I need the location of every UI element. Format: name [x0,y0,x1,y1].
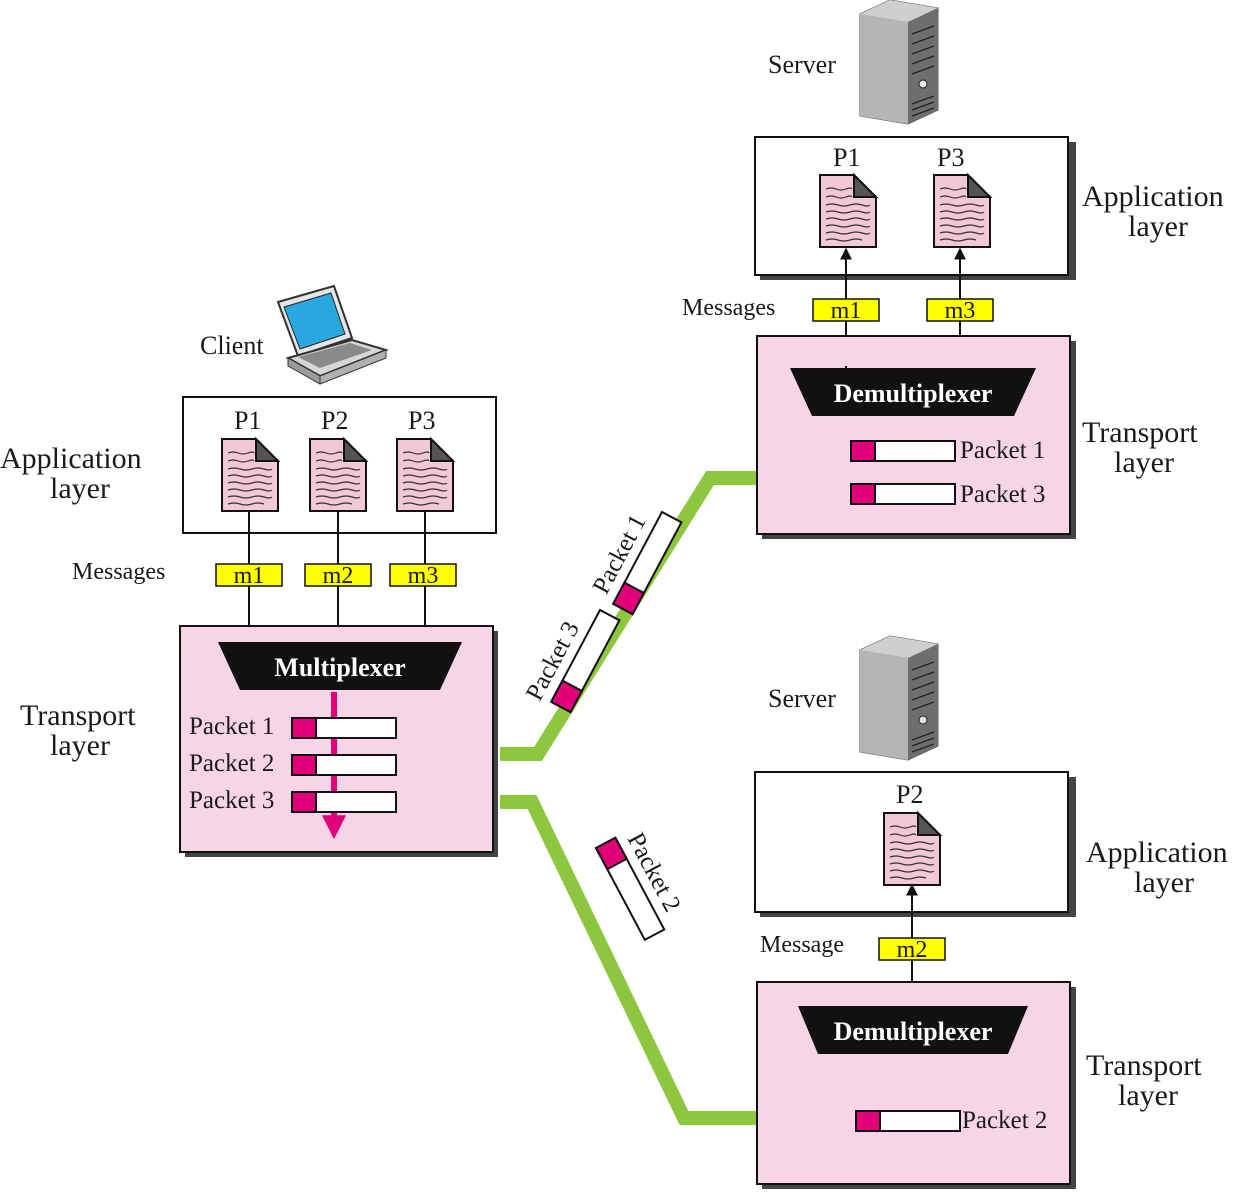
packet-row: Packet 1 [189,713,397,740]
client-transport-layer-label-line2: layer [50,729,110,762]
client-transport-layer-label-line1: Transport [20,699,136,732]
server2-app-layer-label-line2: layer [1134,866,1194,899]
client-packet-label: Packet 3 [189,787,274,814]
server2-transport-layer-label-line2: layer [1118,1079,1178,1112]
server1-application-box [754,136,1069,276]
server2-messages-label: Message [760,932,844,958]
server1-messages-label: Messages [682,295,775,321]
client-app-layer-label-line2: layer [50,472,110,505]
server2-host: Server Application layer P2 Message m2 T… [754,635,1228,1189]
in-transit-packet-3: Packet 3 [521,608,621,714]
client-packet-label: Packet 1 [189,713,274,740]
client-label: Client [200,331,264,360]
packet-row: Packet 3 [189,787,397,814]
server1-label: Server [768,50,836,79]
client-packet-label: Packet 2 [189,750,274,777]
server1-app-layer-label-line2: layer [1128,210,1188,243]
packet-row: Packet 3 [850,481,1045,508]
server1-app-layer-label-line1: Application [1082,180,1224,213]
link-to-server2 [500,795,758,1125]
server-icon [859,635,939,761]
server1-packet-label: Packet 1 [960,437,1045,464]
client-app-layer-label-line1: Application [0,442,142,475]
client-messages-label: Messages [72,559,165,585]
client-message-m2: m2 [323,563,354,589]
laptop-icon [276,284,390,385]
server2-demultiplexer-label: Demultiplexer [834,1017,993,1046]
message-tag: m3 [926,298,994,324]
message-tag: m2 [878,937,946,963]
server1-process-p3: P3 [937,143,964,172]
message-tag: m3 [389,563,457,589]
message-tag: m2 [304,563,372,589]
message-tag: m1 [215,563,283,589]
server1-message-m1: m1 [831,298,862,324]
server-icon [859,0,939,125]
server2-process-p2: P2 [896,780,923,809]
server1-process-p1: P1 [833,143,860,172]
packet-row: Packet 2 [189,750,397,777]
client-message-m1: m1 [234,563,265,589]
demultiplexer-block [798,1006,1028,1054]
server1-transport-layer-label-line1: Transport [1082,416,1198,449]
server2-app-layer-label-line1: Application [1086,836,1228,869]
network-links [500,471,758,1125]
packet-row: Packet 2 [855,1107,1047,1134]
server2-message-m2: m2 [897,937,928,963]
demultiplexer-block [790,368,1036,416]
server2-label: Server [768,684,836,713]
server1-demultiplexer-label: Demultiplexer [834,379,993,408]
client-message-m3: m3 [408,563,439,589]
multiplexer-label: Multiplexer [274,653,405,682]
message-tag: m1 [812,298,880,324]
server2-transport-layer-label-line1: Transport [1086,1049,1202,1082]
server2-packet-label: Packet 2 [962,1107,1047,1134]
server1-transport-layer-label-line2: layer [1114,446,1174,479]
server1-host: Server Application layer P1 P3 Messages … [682,0,1224,539]
link-to-server1 [500,471,758,761]
packet-row: Packet 1 [850,437,1045,464]
server1-message-m3: m3 [945,298,976,324]
server1-packet-label: Packet 3 [960,481,1045,508]
client-process-p1: P1 [234,406,261,435]
client-process-p3: P3 [408,406,435,435]
client-host: Client Application layer P1 P2 P3 Messag… [0,284,498,857]
multiplexer-block [218,642,462,690]
client-process-p2: P2 [321,406,348,435]
in-transit-packet-2: Packet 2 [594,828,686,942]
